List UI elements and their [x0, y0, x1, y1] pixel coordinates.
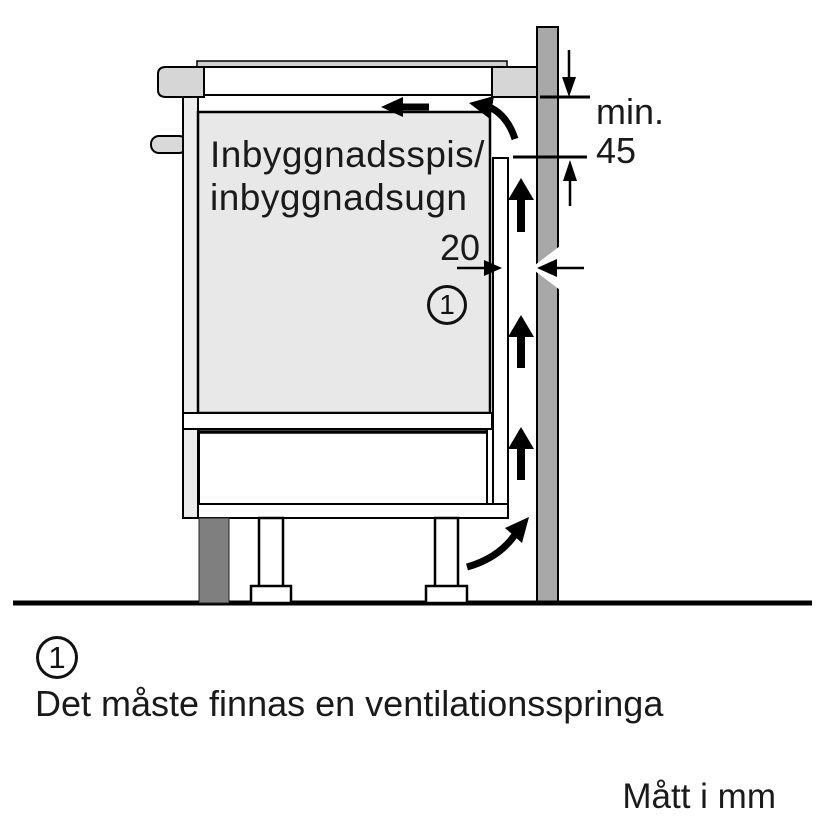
callout-marker: 1 — [427, 285, 467, 325]
cabinet-rail — [182, 412, 493, 430]
appliance-label-line1: Inbyggnadsspis/ — [210, 134, 485, 175]
appliance-label: Inbyggnadsspis/inbyggnadsugn — [210, 133, 485, 219]
units-note: Mått i mm — [622, 777, 776, 816]
drawer-front — [198, 428, 488, 505]
legend-marker-number: 1 — [48, 639, 66, 675]
appliance-label-line2: inbyggnadsugn — [210, 177, 468, 218]
rear-gap-value: 20 — [439, 227, 481, 268]
airflow-curve-top-icon — [469, 96, 519, 141]
airflow-arrow-up-icon-1 — [508, 178, 534, 232]
airflow-arrows — [381, 96, 534, 571]
min-clearance-label: min. — [596, 91, 665, 132]
top-clearance-dimension-arrows — [513, 50, 590, 206]
callout-marker-number: 1 — [439, 289, 455, 320]
rear-gap-dimension-arrows — [457, 246, 584, 290]
airflow-arrow-up-icon-3 — [508, 427, 534, 480]
countertop-left-end — [157, 66, 205, 98]
hob-body — [203, 66, 493, 96]
airflow-arrow-left-icon — [381, 97, 429, 117]
cabinet — [150, 96, 509, 605]
plinth-panel — [198, 517, 230, 604]
rear-panel-strip — [492, 157, 509, 507]
cabinet-leg-right — [424, 516, 469, 605]
countertop — [157, 60, 538, 98]
legend-note: Det måste finnas en ventilationsspringa — [35, 683, 664, 724]
airflow-curve-bottom-icon — [465, 517, 529, 571]
wall-section — [536, 26, 559, 604]
countertop-right-end — [491, 66, 538, 98]
appliance-body — [196, 110, 492, 415]
oven-handle — [150, 135, 188, 154]
min-clearance-value: 45 — [596, 130, 637, 171]
airflow-arrow-up-icon-2 — [508, 315, 534, 368]
cabinet-side-panel — [182, 96, 199, 519]
cabinet-leg-left — [249, 516, 293, 605]
cabinet-bottom-band — [197, 503, 509, 519]
legend-marker: 1 — [36, 636, 78, 679]
